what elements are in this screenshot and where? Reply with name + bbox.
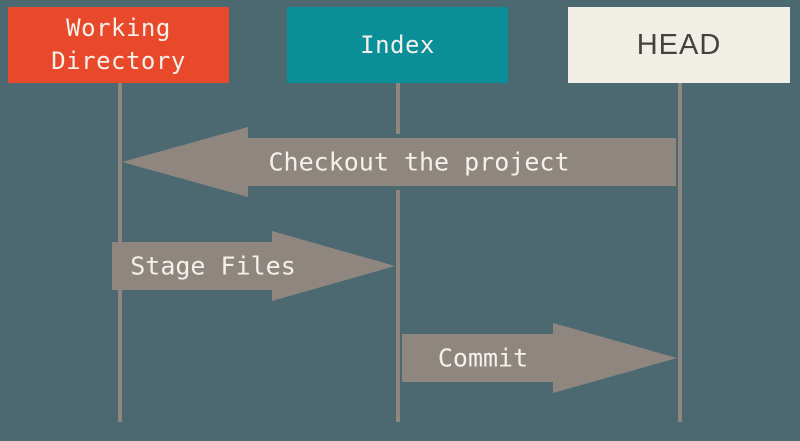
head-box: HEAD (568, 7, 790, 83)
checkout-arrow-label: Checkout the project (268, 147, 570, 177)
index-label: Index (360, 30, 435, 59)
commit-arrow-label: Commit (437, 343, 529, 373)
stage-files-arrow-label: Stage Files (130, 251, 296, 281)
stage-files-arrow-shape (112, 231, 395, 301)
working-directory-label: Working Directory (51, 14, 186, 75)
commit-arrow-shape (402, 323, 677, 393)
index-box: Index (287, 7, 508, 83)
index-lifeline-upper-segment (396, 83, 400, 134)
index-lifeline-lower-segment (396, 190, 400, 422)
working-directory-box: Working Directory (8, 7, 229, 83)
head-lifeline (678, 83, 682, 422)
checkout-arrow-shape (122, 127, 676, 197)
head-label: HEAD (636, 28, 722, 61)
